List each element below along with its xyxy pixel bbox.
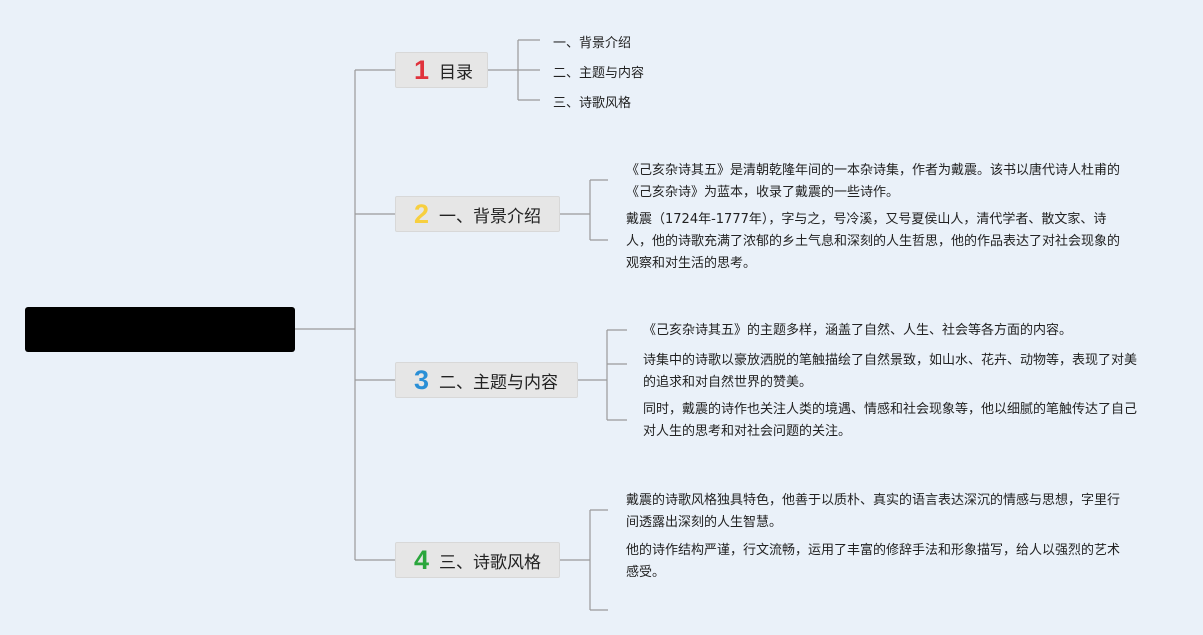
branch-node-background[interactable]: 2 一、背景介绍 bbox=[395, 196, 560, 232]
theme-paragraph[interactable]: 诗集中的诗歌以豪放洒脱的笔触描绘了自然景致，如山水、花卉、动物等，表现了对美的追… bbox=[643, 353, 1138, 390]
style-paragraph[interactable]: 戴震的诗歌风格独具特色，他善于以质朴、真实的语言表达深沉的情感与思想，字里行间透… bbox=[626, 493, 1121, 530]
number-4-icon: 4 bbox=[414, 544, 430, 575]
toc-item[interactable]: 二、主题与内容 bbox=[553, 66, 645, 81]
connector-style bbox=[560, 509, 608, 611]
theme-paragraph[interactable]: 《己亥杂诗其五》的主题多样，涵盖了自然、人生、社会等各方面的内容。 bbox=[643, 323, 1073, 338]
connector-toc bbox=[488, 39, 540, 101]
branch-node-theme[interactable]: 3 二、主题与内容 bbox=[395, 362, 578, 398]
branch-label-background: 一、背景介绍 bbox=[439, 206, 542, 227]
theme-paragraph[interactable]: 同时，戴震的诗作也关注人类的境遇、情感和社会现象等，他以细腻的笔触传达了自己对人… bbox=[643, 402, 1138, 439]
style-paragraph[interactable]: 他的诗作结构严谨，行文流畅，运用了丰富的修辞手法和形象描写，给人以强烈的艺术感受… bbox=[626, 543, 1121, 580]
background-paragraph[interactable]: 《己亥杂诗其五》是清朝乾隆年间的一本杂诗集，作者为戴震。该书以唐代诗人杜甫的《己… bbox=[626, 163, 1121, 200]
branch-label-style: 三、诗歌风格 bbox=[439, 552, 542, 573]
toc-item[interactable]: 一、背景介绍 bbox=[553, 36, 632, 51]
root-node[interactable] bbox=[25, 307, 295, 352]
branch-label-toc: 目录 bbox=[439, 62, 474, 83]
connector-background bbox=[560, 179, 608, 241]
background-paragraph[interactable]: 戴震（1724年-1777年），字与之，号冷溪，又号夏侯山人，清代学者、散文家、… bbox=[626, 212, 1121, 271]
toc-item[interactable]: 三、诗歌风格 bbox=[553, 96, 632, 111]
branch-node-toc[interactable]: 1 目录 bbox=[395, 52, 488, 88]
number-2-icon: 2 bbox=[414, 198, 430, 229]
branch-node-style[interactable]: 4 三、诗歌风格 bbox=[395, 542, 560, 578]
number-3-icon: 3 bbox=[414, 364, 430, 395]
branch-label-theme: 二、主题与内容 bbox=[439, 372, 559, 393]
connector-theme bbox=[578, 329, 627, 421]
number-1-icon: 1 bbox=[414, 54, 430, 85]
